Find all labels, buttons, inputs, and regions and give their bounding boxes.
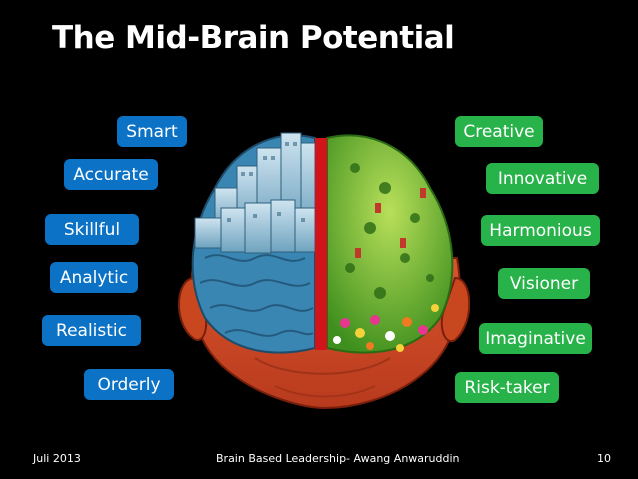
- trait-realistic: Realistic: [42, 315, 141, 346]
- trait-analytic: Analytic: [50, 262, 138, 293]
- trait-smart: Smart: [117, 116, 187, 147]
- trait-visioner: Visioner: [498, 268, 590, 299]
- trait-imaginative: Imaginative: [479, 323, 592, 354]
- trait-skillful: Skillful: [45, 214, 139, 245]
- footer-center: Brain Based Leadership- Awang Anwaruddin: [216, 452, 460, 465]
- trait-orderly: Orderly: [84, 369, 174, 400]
- footer-date: Juli 2013: [33, 452, 81, 465]
- trait-harmonious: Harmonious: [481, 215, 600, 246]
- trait-risk-taker: Risk-taker: [455, 372, 559, 403]
- trait-accurate: Accurate: [64, 159, 158, 190]
- brain-illustration-icon: [178, 132, 470, 410]
- footer-page-number: 10: [597, 452, 611, 465]
- trait-innovative: Innovative: [486, 163, 599, 194]
- slide-title: The Mid-Brain Potential: [52, 20, 455, 56]
- trait-creative: Creative: [455, 116, 543, 147]
